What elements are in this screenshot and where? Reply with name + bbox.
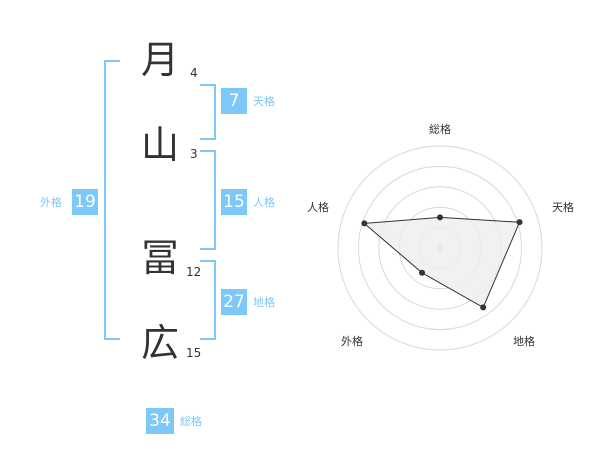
radar-grid-ring (357, 165, 523, 331)
radar-label-soukaku: 総格 (429, 123, 451, 136)
radar-grid-ring (337, 145, 543, 351)
radar-label-jinkaku: 人格 (307, 201, 329, 214)
chikaku-label: 地格 (253, 296, 275, 309)
radar-point-4 (419, 269, 426, 276)
radar-label-chikaku: 地格 (513, 335, 535, 348)
jinkaku-label: 人格 (253, 196, 275, 209)
chikaku-value: 27 (221, 289, 247, 315)
radar-point-5 (361, 220, 368, 227)
name-char-4: 広 (140, 321, 179, 365)
tenkaku-value: 7 (221, 88, 247, 114)
name-char-3: 冨 (140, 236, 179, 280)
radar-label-tenkaku: 天格 (552, 201, 574, 214)
jinkaku-bracket (200, 150, 216, 250)
stroke-count-1: 4 (190, 66, 198, 80)
soukaku-label: 総格 (180, 415, 202, 428)
gaikaku-label: 外格 (40, 196, 62, 209)
gaikaku-value: 19 (72, 189, 98, 215)
radar-point-3 (480, 304, 487, 311)
stroke-count-4: 15 (186, 346, 202, 360)
name-char-1: 月 (140, 38, 179, 82)
stroke-count-3: 12 (186, 265, 202, 279)
gaikaku-bracket (104, 60, 120, 340)
tenkaku-bracket (200, 84, 216, 140)
chikaku-bracket (200, 260, 216, 340)
radar-label-gaikaku: 外格 (341, 335, 363, 348)
jinkaku-value: 15 (221, 189, 247, 215)
radar-series-polygon (363, 216, 521, 309)
stroke-count-2: 3 (190, 147, 198, 161)
radar-point-1 (437, 214, 443, 221)
radar-point-2 (516, 219, 523, 226)
tenkaku-label: 天格 (253, 95, 275, 108)
name-char-2: 山 (140, 123, 179, 167)
soukaku-value: 34 (146, 408, 174, 434)
